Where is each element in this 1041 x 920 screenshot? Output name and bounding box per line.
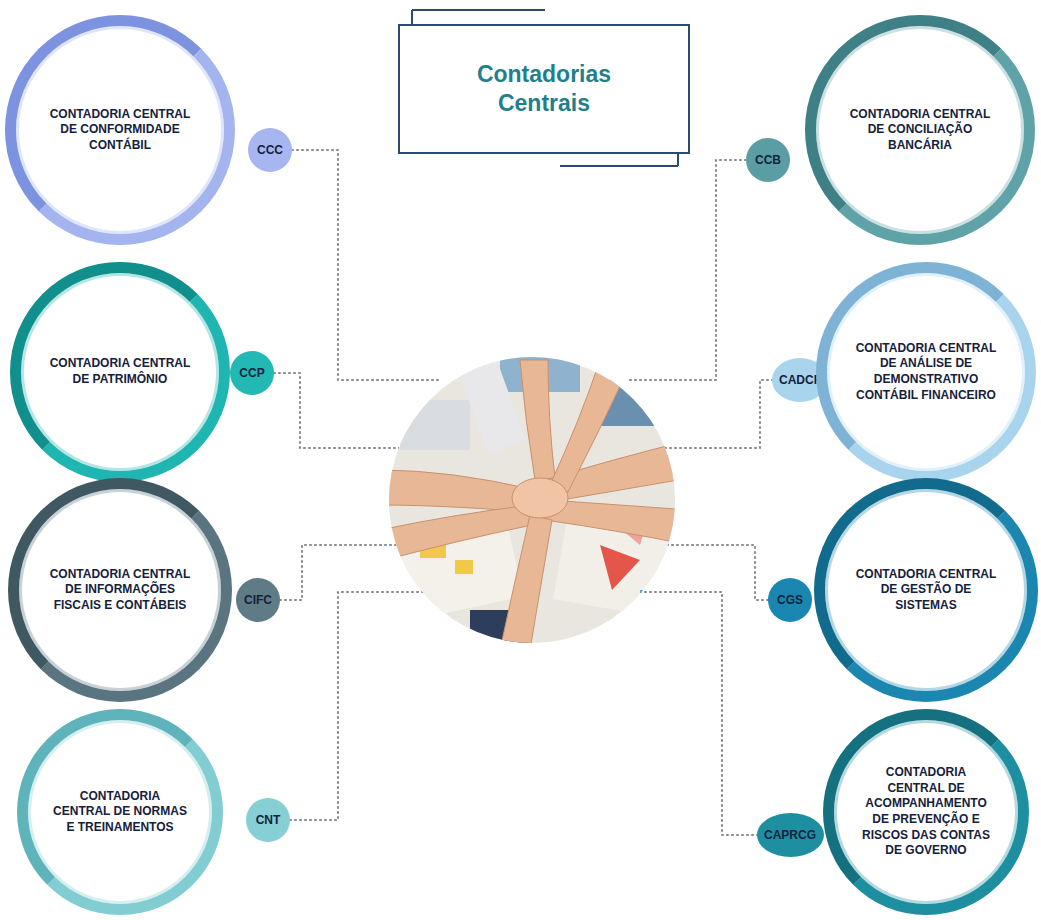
abbreviation-badge: CCC: [248, 128, 292, 172]
title-box: Contadorias Centrais: [398, 24, 690, 154]
unit-circle: CONTADORIA CENTRAL DE ACOMPANHAMENTO DE …: [823, 709, 1029, 915]
unit-name: CONTADORIA CENTRAL DE CONCILIAÇÃO BANCÁR…: [844, 107, 996, 154]
unit-name: CONTADORIA CENTRAL DE GESTÃO DE SISTEMAS: [852, 567, 1000, 614]
unit-abbreviation: CIFC: [244, 593, 272, 607]
unit-circle: CONTADORIA CENTRAL DE INFORMAÇÕES FISCAI…: [8, 478, 232, 702]
unit-circle: CONTADORIA CENTRAL DE GESTÃO DE SISTEMAS: [814, 478, 1038, 702]
unit-abbreviation: CCC: [257, 143, 283, 157]
abbreviation-badge: CCP: [230, 351, 274, 395]
unit-circle: CONTADORIA CENTRAL DE CONCILIAÇÃO BANCÁR…: [805, 15, 1035, 245]
abbreviation-badge: CGS: [768, 578, 812, 622]
unit-name: CONTADORIA CENTRAL DE ACOMPANHAMENTO DE …: [858, 765, 994, 859]
unit-circle: CONTADORIA CENTRAL DE CONFORMIDADE CONTÁ…: [5, 15, 235, 245]
abbreviation-badge: CCB: [746, 138, 790, 182]
unit-abbreviation: CCB: [755, 153, 781, 167]
unit-abbreviation: CAPRCG: [764, 828, 816, 842]
team-hands-photo: [380, 350, 690, 650]
unit-abbreviation: CADCF: [779, 373, 821, 387]
unit-name: CONTADORIA CENTRAL DE ANÁLISE DE DEMONST…: [854, 341, 999, 403]
unit-name: CONTADORIA CENTRAL DE PATRIMÔNIO: [48, 356, 193, 387]
unit-circle: CONTADORIA CENTRAL DE PATRIMÔNIO: [10, 262, 230, 482]
unit-circle: CONTADORIA CENTRAL DE NORMAS E TREINAMEN…: [17, 709, 223, 915]
unit-abbreviation: CGS: [777, 593, 803, 607]
abbreviation-badge: CNT: [246, 798, 290, 842]
abbreviation-badge: CIFC: [236, 578, 280, 622]
unit-abbreviation: CNT: [256, 813, 281, 827]
unit-circle: CONTADORIA CENTRAL DE ANÁLISE DE DEMONST…: [816, 262, 1036, 482]
abbreviation-badge: CAPRCG: [757, 813, 824, 857]
unit-name: CONTADORIA CENTRAL DE CONFORMIDADE CONTÁ…: [44, 107, 196, 154]
unit-abbreviation: CCP: [239, 366, 264, 380]
diagram-title: Contadorias Centrais: [457, 60, 632, 118]
unit-name: CONTADORIA CENTRAL DE INFORMAÇÕES FISCAI…: [46, 567, 194, 614]
dotted-leader-lines: [274, 150, 778, 835]
unit-name: CONTADORIA CENTRAL DE NORMAS E TREINAMEN…: [52, 789, 188, 836]
